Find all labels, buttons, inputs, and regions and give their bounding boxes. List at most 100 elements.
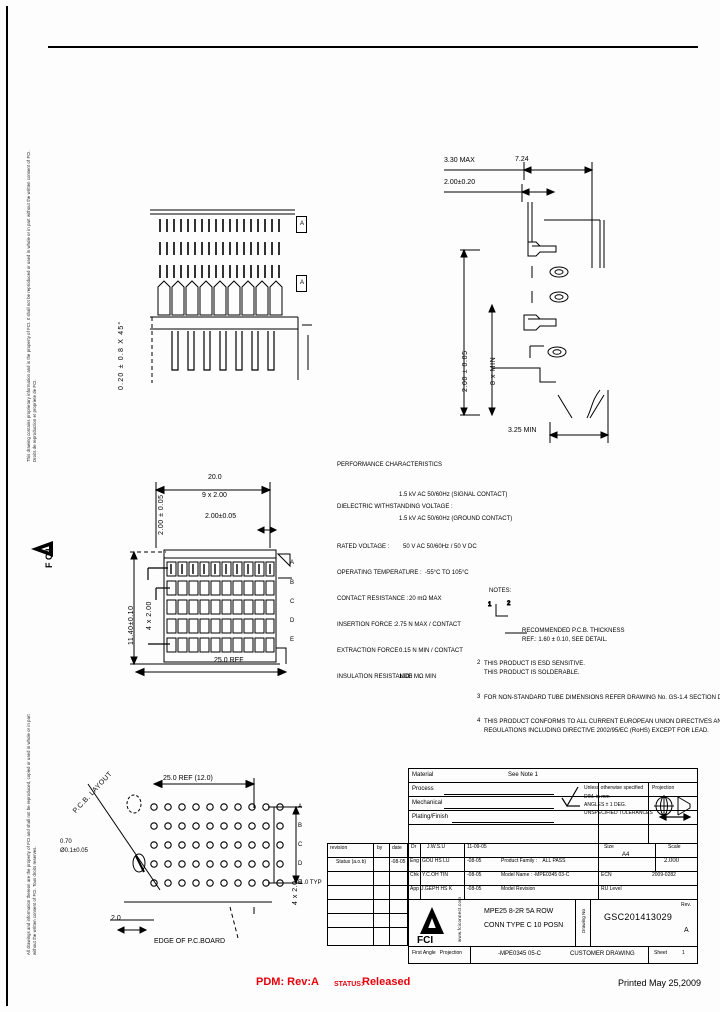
tb-vrule-name <box>464 843 465 899</box>
spec-value-dwv-1: 1.5 kV AC 50/60Hz (SIGNAL CONTACT) <box>399 492 508 498</box>
rev-vrule-2 <box>389 843 390 946</box>
surface-finish-line-3: UNSPECIFIED TOLERANCES <box>584 810 653 816</box>
tb-row-eng-name: GOU HS LU <box>422 858 450 864</box>
tb-row-dr-role: Dr <box>411 844 417 850</box>
rev-rule-1 <box>327 857 408 858</box>
surface-finish-line-2: ANGLES ± 1 DEG. <box>584 802 627 808</box>
dim-2-00-005-h: 2.00±0.05 <box>205 513 237 520</box>
tb-rule-5 <box>408 843 698 844</box>
spec-value-extraction-force: 0.15 N MIN / CONTACT <box>399 648 463 654</box>
lower-left-copyright: All drawings and information thereon are… <box>26 714 37 955</box>
view-mid-left-plan <box>120 468 320 677</box>
tb-row-app-extra-label: RU Level <box>601 886 622 892</box>
title-block-fci-logo: FCI <box>416 902 452 946</box>
spec-label-insulation-res: INSULATION RESISTANCE : <box>337 674 416 680</box>
tb-rule-4 <box>408 824 698 825</box>
spec-value-dwv-2: 1.5 kV AC 50/60Hz (GROUND CONTACT) <box>399 516 513 522</box>
view-bottom-left-pcb <box>62 762 322 947</box>
note-3-text: FOR NON-STANDARD TUBE DIMENSIONS REFER D… <box>484 695 720 701</box>
pcb-edge-title: EDGE OF P.C.BOARD <box>154 938 226 945</box>
tb-row-chk-desc: Model Name : -MPE0345 03-C <box>501 872 570 878</box>
rev-value: A <box>684 927 689 934</box>
tb-rule-10 <box>408 946 698 947</box>
section-mark-a-bottom: A <box>296 275 307 292</box>
tb-row-app-desc: Model Revision <box>501 886 536 892</box>
tb-row-dr-date: 11-09-05 <box>467 844 487 850</box>
revision-table <box>327 843 408 946</box>
spec-heading: PERFORMANCE CHARACTERISTICS <box>337 462 443 468</box>
note-4-text: THIS PRODUCT CONFORMS TO ALL CURRENT EUR… <box>484 719 720 734</box>
tb-process-label: Process <box>412 786 434 792</box>
svg-text:FCI: FCI <box>417 935 433 946</box>
spec-label-dwv: DIELECTRIC WITHSTANDING VOLTAGE : <box>337 504 453 510</box>
footer-left: First Angle Projection <box>412 950 463 956</box>
surface-finish-heading: Unless otherwise specified <box>584 785 644 791</box>
status-printed: Printed May 25,2009 <box>618 978 702 988</box>
pcb-row-label-d: D <box>298 861 303 867</box>
tb-scale-value: 2.000 <box>664 858 680 864</box>
section-mark-a-top: A <box>296 216 307 233</box>
view-top-left-contact <box>130 205 320 405</box>
tb-row-app-role: App <box>410 886 419 892</box>
footer-sheet-value: 1 <box>682 950 685 956</box>
spec-label-insertion-force: INSERTION FORCE : <box>337 622 396 628</box>
tb-vrule-desc <box>598 782 599 899</box>
rev-rule-5 <box>327 913 408 914</box>
tb-row-chk-role: Chk <box>410 872 419 878</box>
tb-vrule-footer-2 <box>648 946 649 964</box>
dim-7-24: 7.24 <box>515 156 529 163</box>
tb-row-app-date: -08-05 <box>467 886 482 892</box>
tb-rule-6 <box>408 857 698 858</box>
surface-finish-line-1: DIM. in mm <box>584 794 610 800</box>
tb-row-app-name: J.GEPH HS K <box>421 886 453 892</box>
tb-material-value: See Note 1 <box>508 772 539 778</box>
note-1-text: RECOMMENDED P.C.B. THICKNESS REF.: 1.60 … <box>522 628 625 643</box>
dim-3-30-max: 3.30 MAX <box>444 157 475 164</box>
tb-size-label: Size <box>604 844 614 850</box>
spec-label-op-temp: OPERATING TEMPERATURE : <box>337 570 422 576</box>
dim-20-0: 20.0 <box>208 474 222 481</box>
dim-2-00-tol: 2.00±0.20 <box>444 179 476 186</box>
rev-subheader-status: Status (a.o.b) <box>336 859 367 865</box>
spec-value-rated-voltage: 50 V AC 50/60Hz / 50 V DC <box>403 544 477 550</box>
tb-row-eng-desc: Product Family : ALL PASS <box>501 858 566 864</box>
plan-row-label-b: B <box>290 580 295 586</box>
note-3-id: 3 <box>477 694 481 700</box>
pcb-row-label-a: A <box>298 804 303 810</box>
pcb-row-label-e: E <box>298 880 303 886</box>
dim-11-40: 11.40±0.10 <box>128 605 135 645</box>
tb-rule-7 <box>408 871 698 872</box>
tb-size-value: A4 <box>622 852 630 858</box>
tb-rule-9 <box>408 899 698 900</box>
tb-mechanical-fill-rule <box>444 808 554 809</box>
tb-row-eng-date: -08-05 <box>467 858 482 864</box>
spec-value-contact-res: 20 mΩ MAX <box>409 596 442 602</box>
dim-25-0-ref: 25.0 REF <box>214 657 244 664</box>
tb-row-dr-name: J.W.S.U <box>427 844 446 850</box>
section-mark-a-top-label: A <box>300 221 305 227</box>
tb-vrule-footer-1 <box>470 946 471 964</box>
notes-leader-line <box>505 628 545 640</box>
spec-value-insulation-res: 1000 MΩ MIN <box>399 674 437 680</box>
plan-row-label-e: E <box>290 637 295 643</box>
tb-material-label: Material <box>412 772 434 778</box>
pcb-row-label-c: C <box>298 842 303 848</box>
rev-vrule-1 <box>373 843 374 946</box>
plan-row-label-c: C <box>290 599 295 605</box>
svg-text:2: 2 <box>507 601 511 607</box>
drawing-number: GSC201413029 <box>604 912 673 922</box>
surface-finish-symbol <box>560 786 582 808</box>
footer-center: -MPE0345 05-C <box>498 951 542 957</box>
rev-header-date: date <box>392 845 402 851</box>
dim-4x2-00: 4 x 2.00 <box>146 601 153 630</box>
rev-header-revision: revision <box>330 845 348 851</box>
plan-row-label-d: D <box>290 618 295 624</box>
tb-rule-1 <box>408 782 698 783</box>
tb-row-eng-role: Eng <box>410 858 419 864</box>
tb-row-chk-extra-value: 2009-0282 <box>652 872 676 878</box>
tb-row-chk-name: Y.C.OH TIN <box>422 872 448 878</box>
third-angle-projection-icon <box>652 794 696 818</box>
tb-vrule-prod <box>575 899 576 946</box>
title-block-company-sub: www.fciconnect.com <box>457 896 462 942</box>
